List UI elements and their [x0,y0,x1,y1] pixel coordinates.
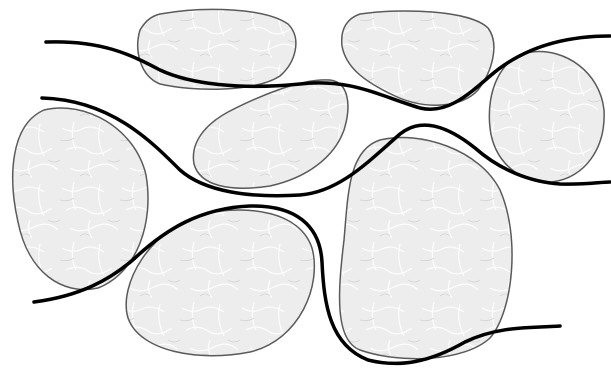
particle-center-elongated [193,80,348,188]
particle-bottom-right-large [340,137,512,358]
particle-right [489,52,604,183]
particle-bottom-center [126,210,314,356]
particle-top-left [138,9,296,89]
